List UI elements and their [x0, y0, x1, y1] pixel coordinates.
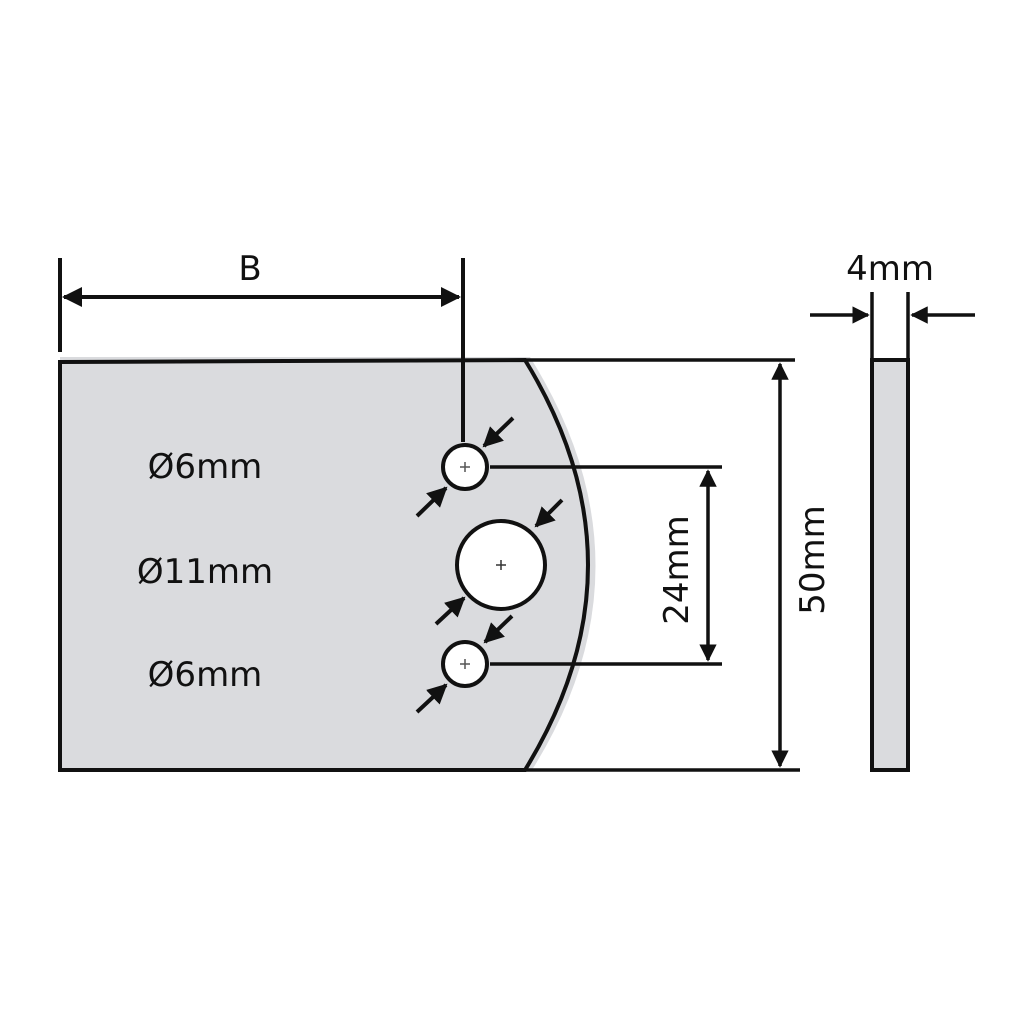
side-view	[870, 358, 910, 772]
hole-bottom	[441, 640, 489, 688]
hole-top-label: Ø6mm	[148, 447, 263, 487]
dimension-b-label: B	[238, 249, 261, 289]
dimension-height	[525, 358, 800, 772]
dimension-thickness	[810, 292, 975, 360]
dimension-thickness-label: 4mm	[846, 249, 934, 289]
hole-middle	[455, 519, 547, 611]
dimension-spacing-label: 24mm	[657, 515, 697, 625]
hole-top	[441, 443, 489, 491]
dimension-b	[58, 258, 465, 442]
hole-bottom-label: Ø6mm	[148, 655, 263, 695]
dimension-height-label: 50mm	[793, 505, 833, 615]
diameter-arrows	[415, 416, 564, 714]
dimension-spacing	[490, 465, 722, 666]
hole-middle-label: Ø11mm	[137, 552, 273, 592]
